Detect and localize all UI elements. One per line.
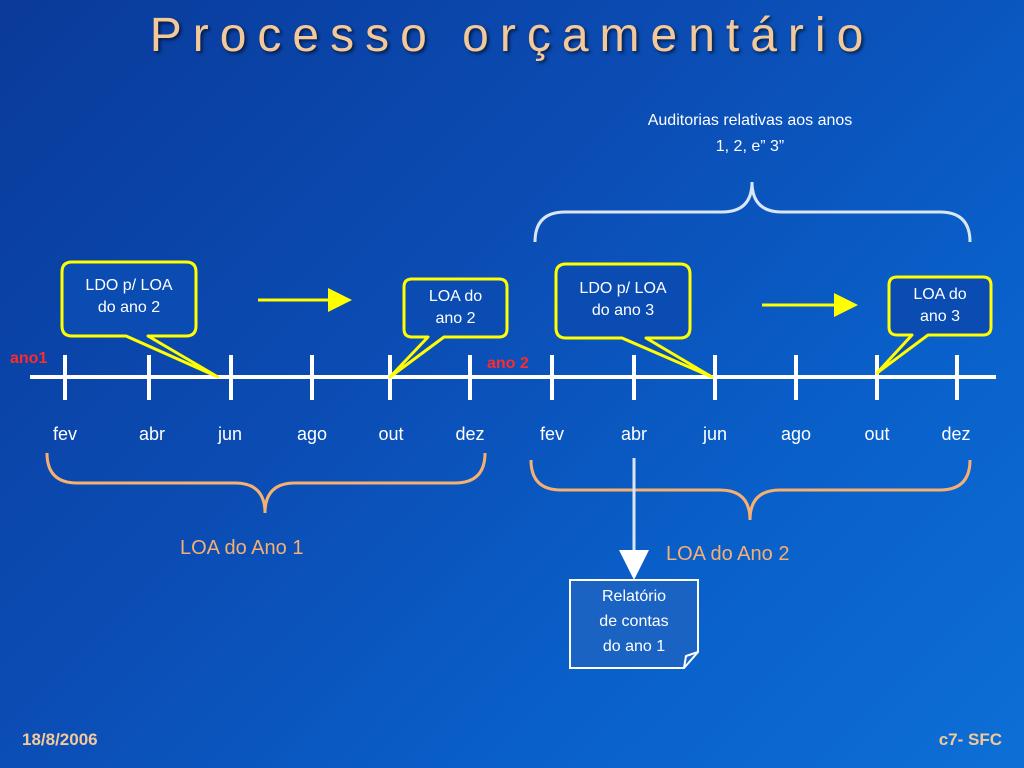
callout-loa-ano2: LOA do ano 2 [404,286,507,330]
callout-line: LDO p/ LOA [85,277,173,294]
month-label: out [378,424,404,444]
audit-note-line: Auditorias relativas aos anos [647,112,853,129]
callout-loa-ano3: LOA do ano 3 [889,284,991,328]
callout-ldo-ano3: LDO p/ LOA do ano 3 [556,278,690,322]
timeline-ticks [63,355,959,400]
callout-line: ano 3 [919,308,961,325]
slide-title: Processo orçamentário [149,9,875,62]
audit-note: Auditorias relativas aos anos 1, 2, e” 3… [600,108,900,160]
report-line: do ano 1 [602,638,666,655]
loa-ano1-brace [45,452,487,514]
month-label: out [864,424,890,444]
callout-line: do ano 2 [97,299,161,316]
month-label: jun [217,424,243,444]
report-box [569,579,699,669]
month-label: dez [941,424,971,444]
callout-line: ano 2 [435,310,476,327]
loa-ano2-brace [529,459,972,521]
month-label: dez [455,424,485,444]
callout-line: LOA do [428,288,483,305]
month-label: fev [539,424,565,444]
month-label: ago [780,424,812,444]
month-label: fev [52,424,78,444]
report-text: Relatório de contas do ano 1 [570,584,698,659]
footer-ref: c7- SFC [938,730,1002,749]
audit-note-line: 1, 2, e” 3” [715,138,785,155]
month-label: jun [702,424,728,444]
month-label: abr [620,424,648,444]
footer-date: 18/8/2006 [22,730,98,749]
month-label: abr [138,424,166,444]
callout-loa-ano3-shape [875,275,993,375]
callout-ldo-ano2: LDO p/ LOA do ano 2 [62,275,196,319]
callout-line: do ano 3 [591,302,655,319]
report-box-fold [683,651,699,669]
month-label: ago [296,424,328,444]
loa-ano2-label: LOA do Ano 2 [666,543,790,565]
callout-line: LOA do [913,286,967,303]
year-marker-ano2: ano 2 [487,355,529,372]
report-line: Relatório [601,588,667,605]
year-marker-ano1: ano1 [10,350,48,367]
report-line: de contas [599,613,669,630]
audit-brace [533,181,972,243]
callout-line: LDO p/ LOA [579,280,667,297]
callout-loa-ano2-shape [388,277,509,379]
callout-ldo-ano2-shape [60,260,220,379]
loa-ano1-label: LOA do Ano 1 [180,537,304,559]
callout-ldo-ano3-shape [554,262,714,379]
